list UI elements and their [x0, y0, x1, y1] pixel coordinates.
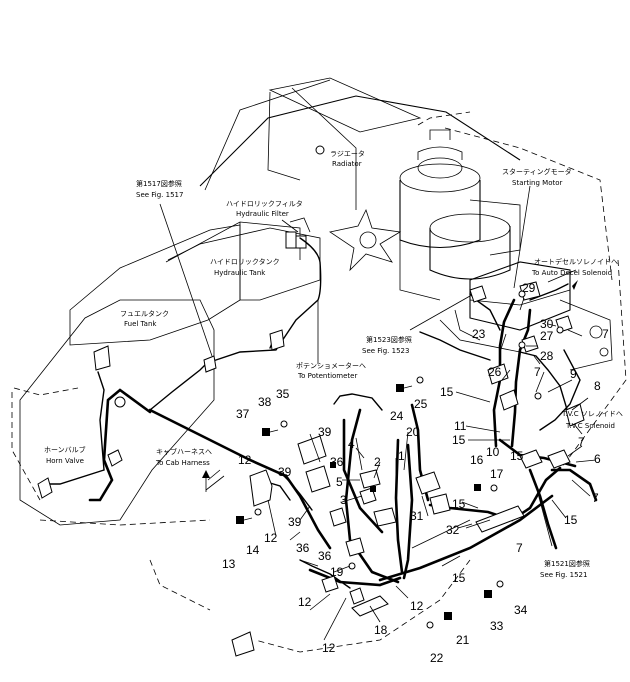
components	[37, 281, 585, 657]
part-number-30: 30	[540, 317, 554, 331]
part-number-18: 18	[374, 623, 388, 637]
part-number-13: 13	[222, 557, 236, 571]
part-number-4: 4	[348, 437, 355, 451]
part-number-5: 5	[336, 475, 343, 489]
hydraulic-filter-label-en: Hydraulic Filter	[236, 210, 289, 218]
part-number-12c: 12	[298, 595, 312, 609]
part-number-10: 10	[486, 445, 500, 459]
bolt-13	[236, 516, 253, 524]
part-number-17: 17	[490, 467, 504, 481]
part-number-22: 22	[430, 651, 444, 665]
leader-lines	[159, 185, 597, 641]
horn-valve-label-jp: ホーンバルブ	[44, 445, 86, 454]
part-number-29: 29	[522, 281, 536, 295]
part-number-12b: 12	[264, 531, 278, 545]
bolt-33	[484, 590, 492, 598]
harness-routing	[43, 237, 598, 589]
part-number-39c: 39	[288, 515, 302, 529]
part-number-3: 3	[340, 493, 347, 507]
part-number-8: 8	[594, 379, 601, 393]
part-number-37: 37	[236, 407, 250, 421]
part-number-12e: 12	[410, 599, 424, 613]
part-number-14: 14	[246, 543, 260, 557]
starting-motor-label-en: Starting Motor	[512, 179, 562, 187]
part-number-38: 38	[258, 395, 272, 409]
tvc-solenoid-label-jp: T.V.C ソレノイドへ	[561, 410, 623, 418]
see-fig-1523-label-jp: 第1523図参照	[366, 335, 412, 344]
part-number-12a: 12	[238, 453, 252, 467]
part-number-9: 9	[570, 367, 577, 381]
part-number-7e: 7	[534, 365, 541, 379]
part-number-2: 2	[374, 455, 381, 469]
hydraulic-filter-label-jp: ハイドロリックフィルタ	[226, 199, 303, 208]
part-number-34: 34	[514, 603, 528, 617]
fuel-tank-label-en: Fuel Tank	[124, 320, 157, 328]
radiator-label-en: Radiator	[332, 160, 362, 168]
part-number-1: 1	[398, 449, 405, 463]
part-number-15d: 15	[452, 497, 466, 511]
callout-labels: ラジエータ Radiator スターティングモータ Starting Motor…	[44, 149, 623, 579]
part-number-36b: 36	[296, 541, 310, 555]
part-number-15a: 15	[440, 385, 454, 399]
part-number-27: 27	[540, 329, 554, 343]
part-number-36a: 36	[330, 455, 344, 469]
hydraulic-tank-label-en: Hydraulic Tank	[214, 269, 266, 277]
part-number-32: 32	[446, 523, 460, 537]
part-number-20: 20	[406, 425, 420, 439]
part-number-12d: 12	[322, 641, 336, 655]
radiator-label-jp: ラジエータ	[330, 149, 365, 158]
part-number-28: 28	[540, 349, 554, 363]
bolt-21	[444, 612, 452, 620]
part-number-31: 31	[410, 509, 424, 523]
part-number-19: 19	[330, 565, 344, 579]
see-fig-1521-label-en: See Fig. 1521	[540, 571, 587, 579]
part-number-15b: 15	[452, 433, 466, 447]
bolt-37	[262, 428, 279, 436]
tvc-solenoid-label-en: T.V.C Solenoid	[565, 422, 615, 430]
part-number-39a: 39	[318, 425, 332, 439]
part-number-15f: 15	[564, 513, 578, 527]
part-number-6: 6	[594, 452, 601, 466]
part-number-15e: 15	[452, 571, 466, 585]
part-number-7b: 7	[578, 435, 585, 449]
horn-valve-label-en: Horn Valve	[46, 457, 84, 465]
part-number-16: 16	[470, 453, 484, 467]
see-fig-1523-label-en: See Fig. 1523	[362, 347, 409, 355]
part-number-33: 33	[490, 619, 504, 633]
part-number-7a: 7	[602, 327, 609, 341]
starting-motor-label-jp: スターティングモータ	[502, 167, 572, 176]
auto-decel-arrow	[572, 280, 578, 290]
part-number-callouts: 1 2 3 4 5 6 7 7 7 7 7 8 9 10 11 12 12 12…	[222, 281, 609, 665]
part-number-39b: 39	[278, 465, 292, 479]
part-number-23: 23	[472, 327, 486, 341]
part-number-24: 24	[390, 409, 404, 423]
cab-harness-arrow	[202, 470, 210, 492]
auto-decel-label-en: To Auto Decel Solenoid	[531, 269, 612, 277]
part-number-15c: 15	[510, 449, 524, 463]
see-fig-1517-label-jp: 第1517図参照	[136, 179, 182, 188]
bolt-24	[396, 384, 413, 392]
engine-assembly	[315, 129, 613, 371]
auto-decel-label-jp: オートデセルソレノイドへ	[534, 257, 618, 266]
part-number-26: 26	[488, 365, 502, 379]
part-number-7d: 7	[516, 541, 523, 555]
see-fig-1517-label-en: See Fig. 1517	[136, 191, 183, 199]
potentiometer-label-en: To Potentiometer	[297, 372, 357, 380]
washer-38	[280, 420, 288, 428]
part-number-21: 21	[456, 633, 470, 647]
part-number-7c: 7	[592, 491, 599, 505]
fuel-tank-label-jp: フュエルタンク	[120, 309, 169, 318]
part-number-11: 11	[454, 419, 467, 433]
cab-harness-label-jp: キャブハーネスへ	[156, 447, 212, 456]
part-number-25: 25	[414, 397, 428, 411]
hydraulic-tank	[165, 217, 311, 300]
cab-harness-label-en: To Cab Harness	[155, 459, 210, 467]
part-number-36c: 36	[318, 549, 332, 563]
machine-outlines	[11, 77, 627, 653]
potentiometer-label-jp: ポテンショメーターへ	[296, 361, 366, 370]
part-number-35: 35	[276, 387, 290, 401]
hydraulic-tank-label-jp: ハイドロリックタンク	[210, 257, 280, 266]
see-fig-1521-label-jp: 第1521図参照	[544, 559, 590, 568]
